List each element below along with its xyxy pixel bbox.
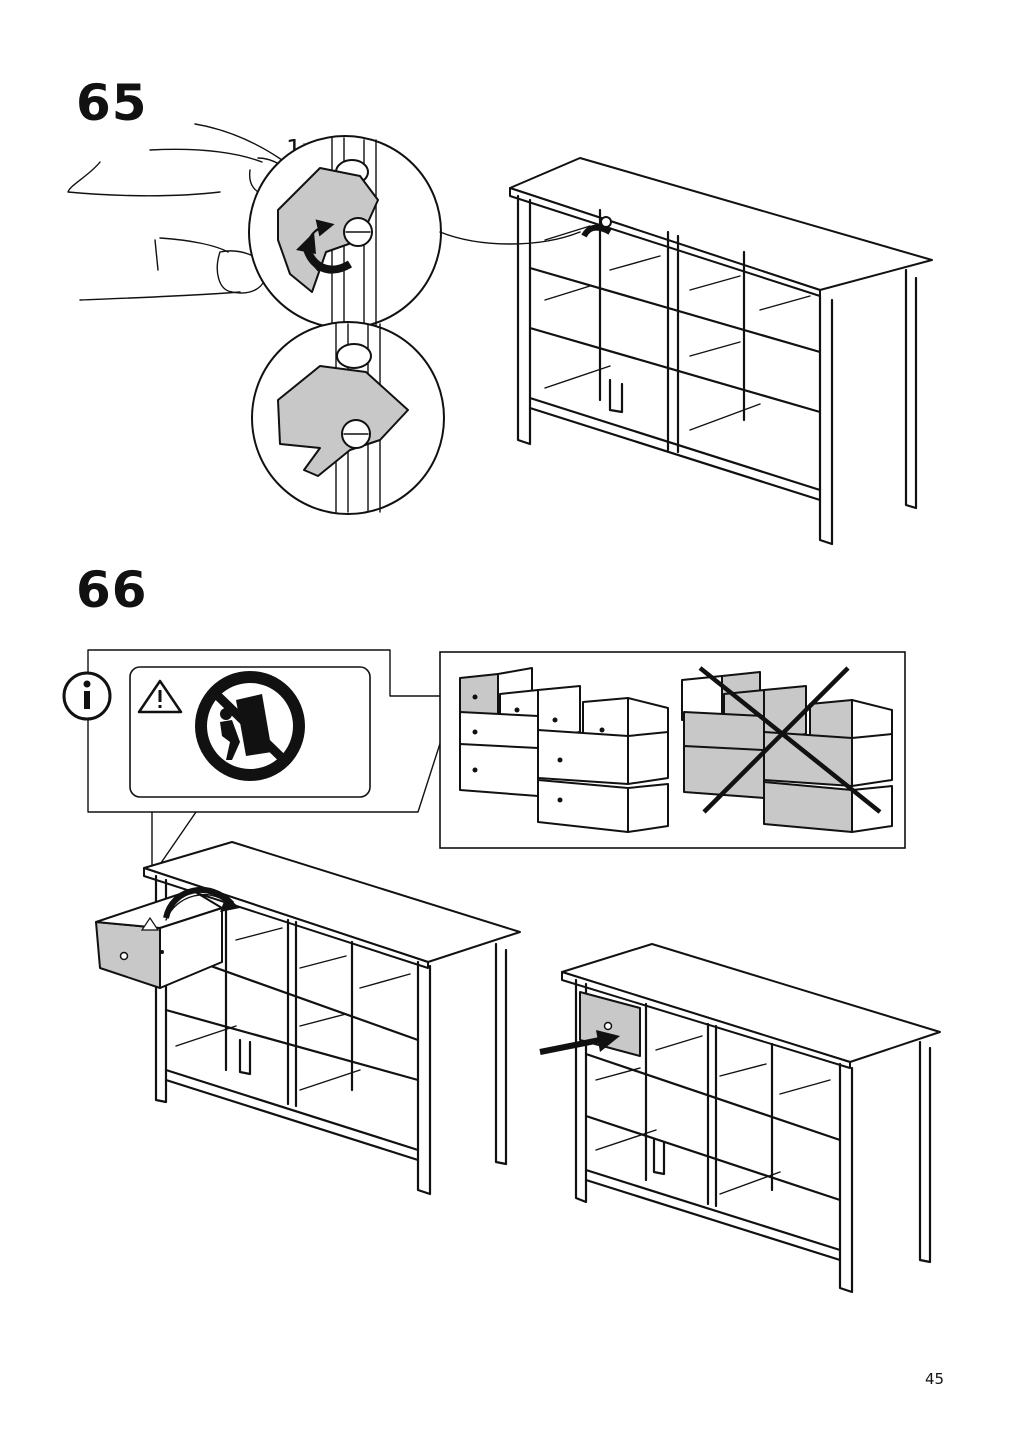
no-climbing-on-open-drawers-icon bbox=[195, 671, 305, 781]
step-number-65: 65 bbox=[76, 74, 148, 132]
removed-drawer bbox=[95, 887, 240, 989]
info-circle-icon bbox=[62, 671, 112, 721]
step-number-66: 66 bbox=[76, 561, 148, 619]
warning-triangle-icon bbox=[137, 679, 183, 714]
dresser-frame-step65 bbox=[509, 157, 933, 546]
dresser-frame-step66-right bbox=[539, 943, 941, 1294]
detail-circle-latch-closed bbox=[251, 321, 445, 515]
page-number: 45 bbox=[925, 1370, 945, 1388]
detail-circle-latch-open bbox=[248, 135, 442, 329]
incorrect-drawer-layout bbox=[681, 666, 893, 833]
correct-drawer-layout bbox=[459, 667, 669, 833]
